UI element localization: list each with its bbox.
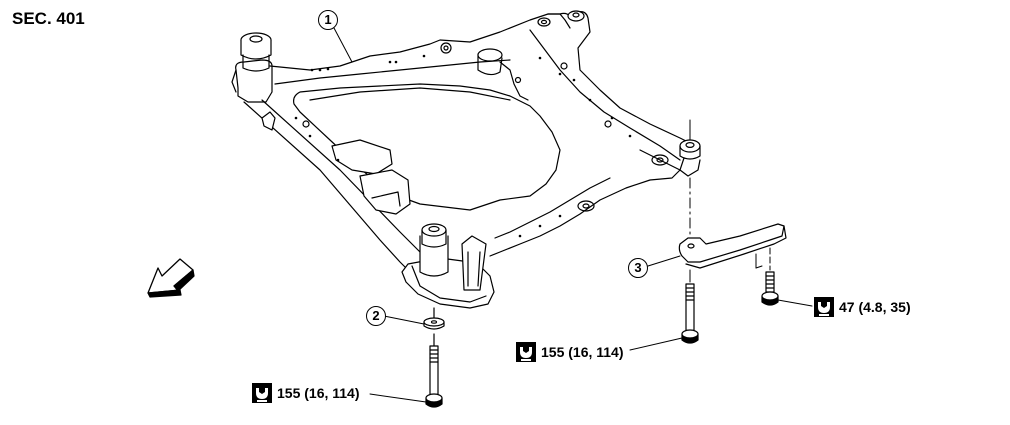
callout-1: 1 bbox=[318, 10, 338, 30]
front-direction-arrow-icon bbox=[147, 258, 195, 298]
wrench-icon bbox=[814, 297, 834, 317]
washer bbox=[423, 307, 445, 330]
rear-bolt bbox=[681, 269, 699, 344]
stay-bolt bbox=[761, 247, 779, 306]
torque-spec-front-bolt: 155 (16, 114) bbox=[252, 383, 360, 403]
front-bolt bbox=[425, 333, 443, 408]
callout-2-leader bbox=[383, 315, 425, 325]
torque-3-leader bbox=[777, 299, 813, 307]
callout-3-leader bbox=[647, 255, 681, 267]
callout-2: 2 bbox=[366, 306, 386, 326]
torque-1-leader bbox=[369, 393, 427, 403]
wrench-icon bbox=[252, 383, 272, 403]
torque-spec-stay-bolt: 47 (4.8, 35) bbox=[814, 297, 911, 317]
stay bbox=[678, 223, 787, 269]
torque-2-leader bbox=[629, 337, 683, 351]
callout-3: 3 bbox=[628, 258, 648, 278]
torque-value: 47 (4.8, 35) bbox=[839, 299, 911, 315]
suspension-member-frame bbox=[231, 10, 701, 309]
torque-value: 155 (16, 114) bbox=[277, 385, 360, 401]
callout-1-leader bbox=[333, 27, 353, 63]
section-title: SEC. 401 bbox=[12, 9, 85, 28]
wrench-icon bbox=[516, 342, 536, 362]
torque-value: 155 (16, 114) bbox=[541, 344, 624, 360]
torque-spec-rear-bolt: 155 (16, 114) bbox=[516, 342, 624, 362]
